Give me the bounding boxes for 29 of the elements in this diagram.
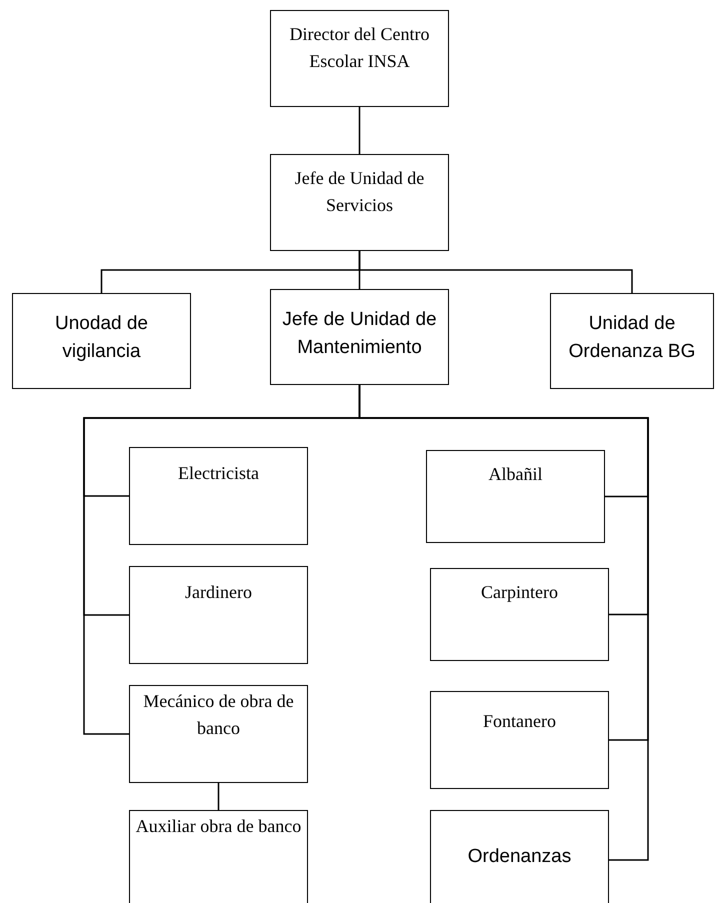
role-label: Jefe de Unidad de Mantenimiento [281, 308, 438, 360]
org-box [430, 568, 609, 661]
org-box [129, 810, 308, 903]
connector-line [358, 107, 360, 154]
org-box [270, 154, 449, 251]
role-label: Fontanero [483, 710, 556, 733]
role-label: Jardinero [185, 581, 252, 604]
connector-line [218, 783, 220, 810]
role-label: Electricista [178, 462, 259, 485]
org-box [12, 293, 191, 389]
role-label: Albañil [488, 463, 542, 486]
org-box [550, 293, 714, 389]
connector-line [358, 251, 633, 293]
role-label: Mecánico de obra de banco [142, 690, 295, 740]
role-label: Auxiliar obra de banco [136, 815, 302, 838]
org-box [129, 685, 308, 783]
org-box [426, 450, 605, 543]
role-label: Ordenanzas [468, 844, 572, 869]
org-box [270, 289, 449, 385]
role-label: Director del Centro Escolar INSA [288, 23, 430, 73]
role-label: Jefe de Unidad de Servicios [294, 167, 426, 217]
org-box [129, 566, 308, 664]
org-box [129, 447, 308, 545]
org-box [270, 10, 449, 107]
org-box [430, 691, 609, 789]
role-label: Unodad de vigilancia [54, 312, 149, 364]
role-label: Unidad de Ordenanza BG [568, 312, 696, 364]
org-box [430, 810, 609, 903]
role-label: Carpintero [481, 581, 558, 604]
